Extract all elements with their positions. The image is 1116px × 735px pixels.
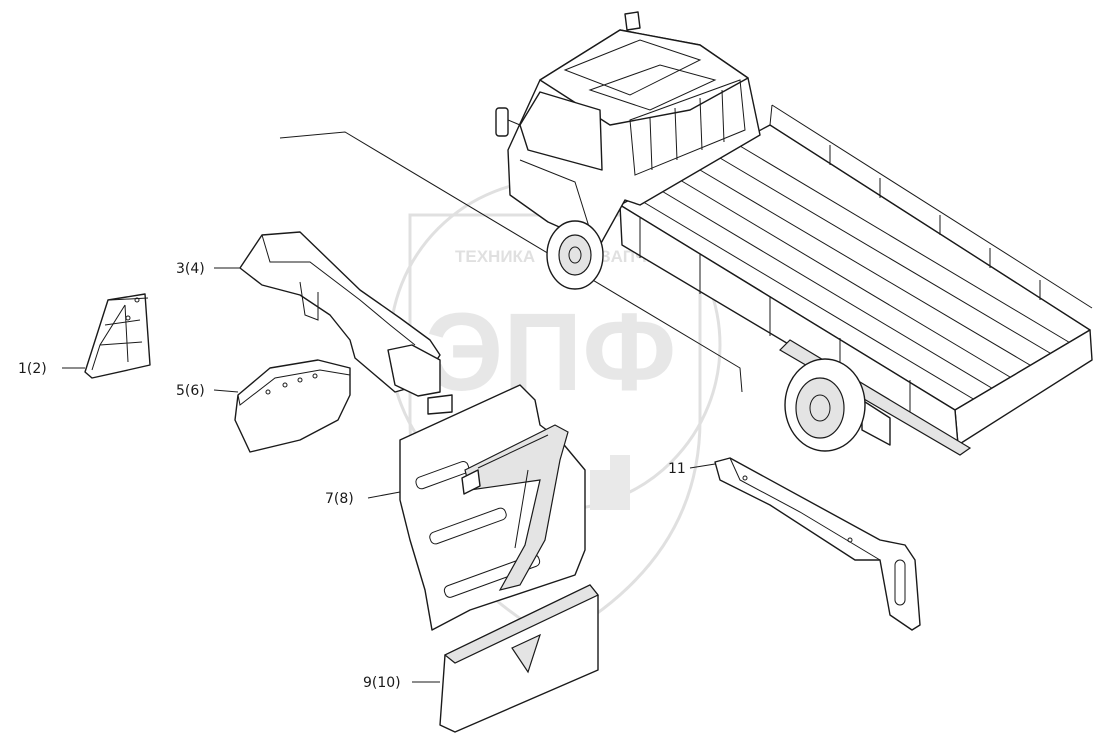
part-mudflap-9 [439,584,599,733]
cargo-bed-right-side [769,104,1093,331]
leader-7 [367,491,401,499]
cab-antenna [624,11,641,31]
mudflap-logo-icon [511,633,541,674]
leader-11 [689,463,716,469]
part-mudguard-7 [399,384,586,631]
cab-rear-panel-ribs [649,89,725,171]
cargo-bed-rail-posts [829,145,1041,300]
watermark-main-text: ЭПФ [425,291,676,414]
cab-door-line [519,159,591,231]
callout-label-11: 11 [668,461,686,477]
front-wheel-rim [558,234,592,276]
callout-label-1: 1(2) [18,361,47,377]
rear-wheel-rim [795,377,845,439]
part-bracket-3 [239,231,453,415]
watermark-top-text: ТЕХНИКА [455,247,535,266]
part-bracket-1 [84,293,151,379]
cab-roof-ribs [563,39,717,111]
mirror-icon [495,107,509,137]
cargo-bed-planks [639,145,1073,401]
callout-label-9: 9(10) [363,675,401,691]
cab-windshield [519,91,603,171]
part-plate-5 [234,359,351,453]
truck-illustration [495,11,1093,456]
callout-label-5: 5(6) [176,383,205,399]
callout-label-3: 3(4) [176,261,205,277]
cab-rear-window-panel [629,79,746,176]
cab-mirror-arm [507,119,521,126]
leader-line-top [279,131,743,393]
leader-5 [213,389,239,393]
part-bracket-11 [714,457,921,631]
callout-label-7: 7(8) [325,491,354,507]
cab-roof [539,29,749,126]
